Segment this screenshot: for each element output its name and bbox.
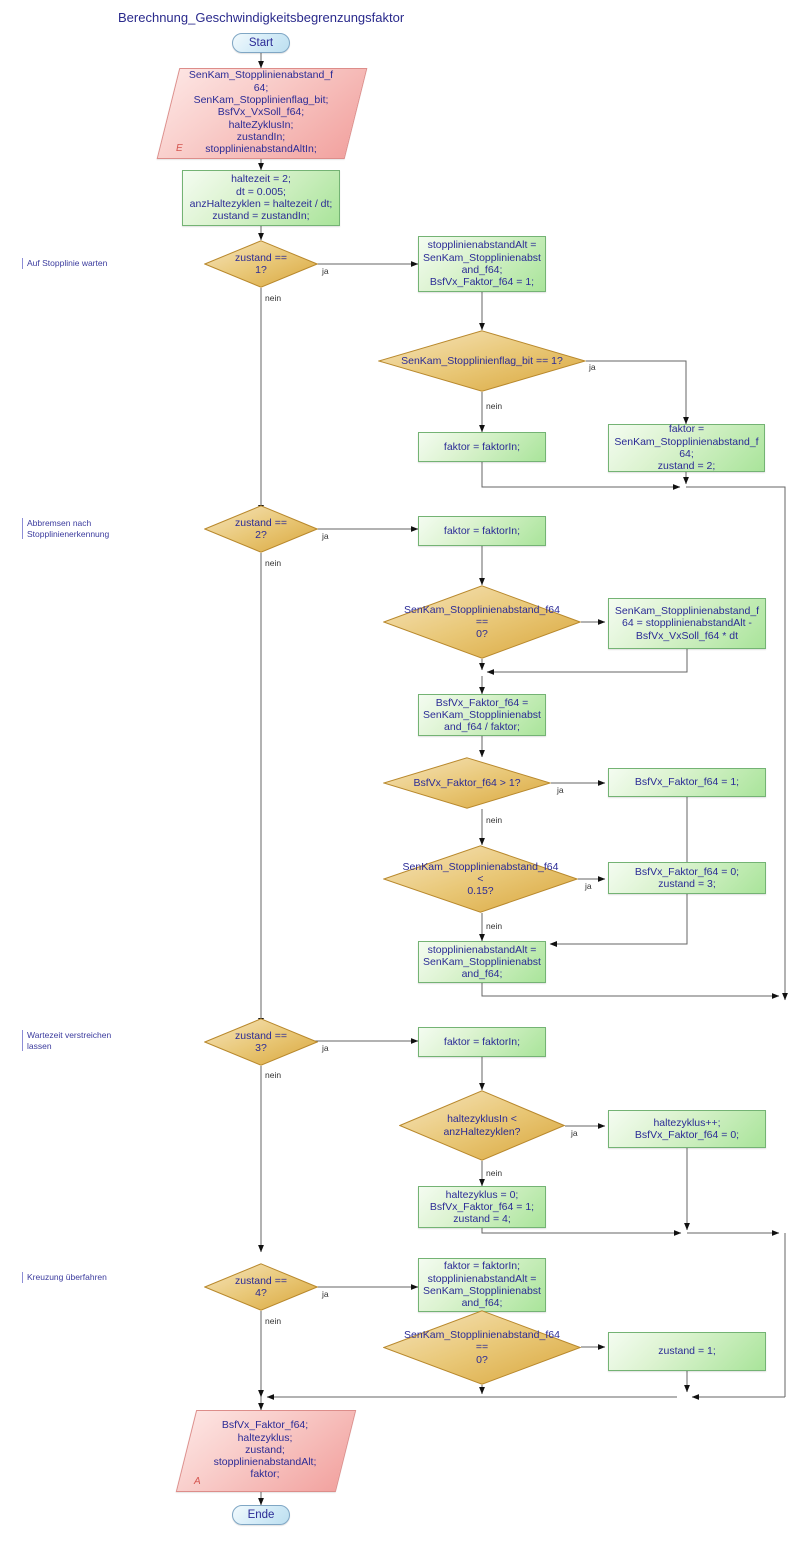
node-start[interactable]: Start [232, 33, 290, 53]
node-p-flag-ja-label: faktor = SenKam_Stopplinienabstand_f 64;… [614, 423, 759, 473]
node-decision-zustand-3-label: zustand == 3? [235, 1029, 287, 1054]
node-output-data[interactable]: BsfVx_Faktor_f64; haltezyklus; zustand; … [175, 1410, 357, 1492]
edge-label-nein-1: nein [265, 293, 282, 303]
diamond-shape [204, 1018, 318, 1066]
edge-label-ja-6: ja [322, 1043, 329, 1053]
node-decision-abstand-null-a[interactable]: SenKam_Stopplinienabstand_f64 == 0? [383, 585, 581, 659]
node-p-zyk-inc-label: haltezyklus++; BsfVx_Faktor_f64 = 0; [634, 1116, 740, 1141]
edge-label-ja-1: ja [322, 266, 329, 276]
phase-label-kreuzung: Kreuzung überfahren [22, 1272, 107, 1283]
node-p-z2-label: faktor = faktorIn; [443, 524, 521, 537]
node-p-flag-nein-label: faktor = faktorIn; [443, 440, 521, 453]
node-p-abst-calc[interactable]: SenKam_Stopplinienabstand_f 64 = stoppli… [608, 598, 766, 649]
node-p-zyk-reset[interactable]: haltezyklus = 0; BsfVx_Faktor_f64 = 1; z… [418, 1186, 546, 1228]
edge-label-nein-4: nein [486, 815, 503, 825]
diamond-shape [378, 330, 586, 392]
edge-label-ja-8: ja [322, 1289, 329, 1299]
edge-label-ja-7: ja [571, 1128, 578, 1138]
node-p-z1-set[interactable]: zustand = 1; [608, 1332, 766, 1371]
edge-label-ja-4: ja [557, 785, 564, 795]
node-decision-abstand-null-a-label: SenKam_Stopplinienabstand_f64 == 0? [404, 603, 560, 641]
node-p-set1-label: BsfVx_Faktor_f64 = 1; [634, 776, 740, 789]
node-p-flag-nein[interactable]: faktor = faktorIn; [418, 432, 546, 462]
node-p-set0-z3[interactable]: BsfVx_Faktor_f64 = 0; zustand = 3; [608, 862, 766, 894]
node-output-label: BsfVx_Faktor_f64; haltezyklus; zustand; … [213, 1419, 317, 1481]
node-decision-zustand-3[interactable]: zustand == 3? [204, 1018, 318, 1066]
node-p-z1-label: stopplinienabstandAlt = SenKam_Stopplini… [423, 239, 541, 289]
node-decision-zustand-4[interactable]: zustand == 4? [204, 1263, 318, 1311]
edge-label-nein-2: nein [486, 401, 503, 411]
node-decision-zustand-1-label: zustand == 1? [235, 251, 287, 276]
node-p-flag-ja[interactable]: faktor = SenKam_Stopplinienabstand_f 64;… [608, 423, 765, 473]
edge-label-nein-6: nein [265, 1070, 282, 1080]
diamond-shape [204, 1263, 318, 1311]
node-decision-stopplinienflag-label: SenKam_Stopplinienflag_bit == 1? [401, 354, 563, 367]
node-decision-stopplinienflag[interactable]: SenKam_Stopplinienflag_bit == 1? [378, 330, 586, 392]
node-decision-abstand-null-b-label: SenKam_Stopplinienabstand_f64 == 0? [404, 1329, 560, 1366]
node-p-set1[interactable]: BsfVx_Faktor_f64 = 1; [608, 768, 766, 797]
diamond-shape [383, 1310, 581, 1385]
node-p-alt-store[interactable]: stopplinienabstandAlt = SenKam_Stopplini… [418, 941, 546, 983]
node-decision-haltezyklus[interactable]: haltezyklusIn < anzHaltezyklen? [399, 1090, 565, 1161]
output-marker-A: A [194, 1476, 201, 1487]
edge-label-nein-5: nein [486, 921, 503, 931]
diamond-shape [399, 1090, 565, 1161]
edge-label-nein-7: nein [486, 1168, 503, 1178]
input-marker-E: E [176, 143, 183, 154]
node-p-zyk-reset-label: haltezyklus = 0; BsfVx_Faktor_f64 = 1; z… [429, 1188, 535, 1226]
node-decision-zustand-2-label: zustand == 2? [235, 516, 287, 541]
edge-label-nein-3: nein [265, 558, 282, 568]
node-p-z2[interactable]: faktor = faktorIn; [418, 516, 546, 546]
diamond-shape [204, 240, 318, 288]
diamond-shape [383, 845, 578, 913]
node-decision-zustand-1[interactable]: zustand == 1? [204, 240, 318, 288]
node-ende-label: Ende [247, 1508, 275, 1521]
phase-label-abbremsen: Abbremsen nach Stopplinienerkennung [22, 518, 109, 539]
node-init-label: haltezeit = 2; dt = 0.005; anzHaltezykle… [189, 173, 333, 223]
diamond-shape [204, 505, 318, 553]
node-p-faktor-div[interactable]: BsfVx_Faktor_f64 = SenKam_Stopplinienabs… [418, 694, 546, 736]
page-title: Berechnung_Geschwindigkeitsbegrenzungsfa… [118, 10, 405, 25]
node-p-z3[interactable]: faktor = faktorIn; [418, 1027, 546, 1057]
node-p-faktor-div-label: BsfVx_Faktor_f64 = SenKam_Stopplinienabs… [423, 696, 541, 734]
node-p-set0-z3-label: BsfVx_Faktor_f64 = 0; zustand = 3; [634, 865, 740, 890]
edge-label-ja-5: ja [585, 881, 592, 891]
phase-label-wartezeit: Wartezeit verstreichen lassen [22, 1030, 111, 1051]
edge-label-ja-2: ja [589, 362, 596, 372]
node-decision-zustand-2[interactable]: zustand == 2? [204, 505, 318, 553]
node-input-label: SenKam_Stopplinienabstand_f 64; SenKam_S… [188, 69, 334, 156]
node-p-z1-set-label: zustand = 1; [658, 1345, 716, 1358]
phase-label-auf-stopplinie-warten: Auf Stopplinie warten [22, 258, 107, 269]
node-decision-haltezyklus-label: haltezyklusIn < anzHaltezyklen? [443, 1113, 521, 1138]
edge-label-nein-8: nein [265, 1316, 282, 1326]
edge-label-ja-3: ja [322, 531, 329, 541]
node-init[interactable]: haltezeit = 2; dt = 0.005; anzHaltezykle… [182, 170, 340, 226]
node-p-abst-calc-label: SenKam_Stopplinienabstand_f 64 = stoppli… [614, 605, 760, 642]
node-start-label: Start [248, 36, 274, 49]
node-decision-abstand-lt-015-label: SenKam_Stopplinienabstand_f64 < 0.15? [402, 860, 559, 898]
node-decision-abstand-null-b[interactable]: SenKam_Stopplinienabstand_f64 == 0? [383, 1310, 581, 1385]
node-decision-zustand-4-label: zustand == 4? [235, 1274, 287, 1299]
diamond-shape [383, 757, 551, 809]
node-ende[interactable]: Ende [232, 1505, 290, 1525]
node-input-data[interactable]: SenKam_Stopplinienabstand_f 64; SenKam_S… [156, 68, 368, 159]
node-decision-faktor-gt-1-label: BsfVx_Faktor_f64 > 1? [413, 776, 521, 789]
node-p-z4-label: faktor = faktorIn; stopplinienabstandAlt… [423, 1260, 541, 1310]
diamond-shape [383, 585, 581, 659]
node-p-zyk-inc[interactable]: haltezyklus++; BsfVx_Faktor_f64 = 0; [608, 1110, 766, 1148]
node-p-z4[interactable]: faktor = faktorIn; stopplinienabstandAlt… [418, 1258, 546, 1312]
node-p-z1[interactable]: stopplinienabstandAlt = SenKam_Stopplini… [418, 236, 546, 292]
node-p-z3-label: faktor = faktorIn; [443, 1035, 521, 1048]
node-decision-abstand-lt-015[interactable]: SenKam_Stopplinienabstand_f64 < 0.15? [383, 845, 578, 913]
node-decision-faktor-gt-1[interactable]: BsfVx_Faktor_f64 > 1? [383, 757, 551, 809]
node-p-alt-store-label: stopplinienabstandAlt = SenKam_Stopplini… [423, 943, 541, 981]
